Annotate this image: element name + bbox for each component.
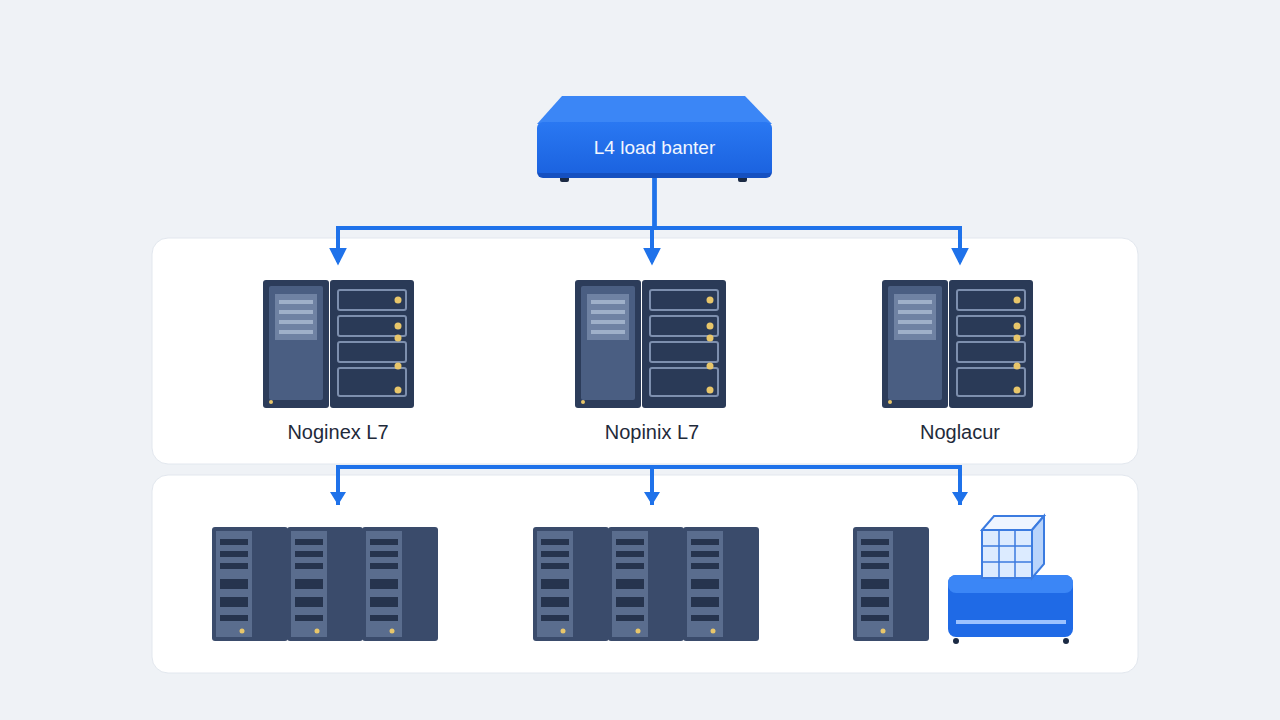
storage-device (948, 516, 1073, 644)
server-node: Nopinix L7 (562, 262, 742, 450)
server-icon (608, 527, 684, 641)
arrow-head (330, 492, 968, 505)
server-icon (882, 280, 948, 408)
server-icon (683, 527, 759, 641)
server-icon (212, 527, 288, 641)
server-node: Noginex L7 (248, 262, 428, 450)
connector-arrow (655, 178, 961, 262)
connector-arrow (652, 178, 655, 262)
connector-arrow (338, 178, 655, 262)
server-icon (263, 280, 329, 408)
device-top (537, 96, 772, 124)
server-icon (287, 527, 363, 641)
tier-band (152, 475, 1138, 673)
node-label: Nopinix L7 (605, 421, 700, 444)
server-icon (642, 280, 726, 408)
server-icon (362, 527, 438, 641)
tier-band (152, 238, 1138, 464)
node-label: Noginex L7 (287, 421, 388, 444)
server-icon (853, 527, 929, 641)
node-label: Noglacur (920, 421, 1000, 444)
server-icon (575, 280, 641, 408)
load-balancer: L4 load banter (537, 122, 772, 178)
server-node: Noglacur (870, 262, 1050, 450)
node-label: L4 load banter (594, 137, 716, 159)
server-icon (533, 527, 609, 641)
server-icon (949, 280, 1033, 408)
server-icon (330, 280, 414, 408)
